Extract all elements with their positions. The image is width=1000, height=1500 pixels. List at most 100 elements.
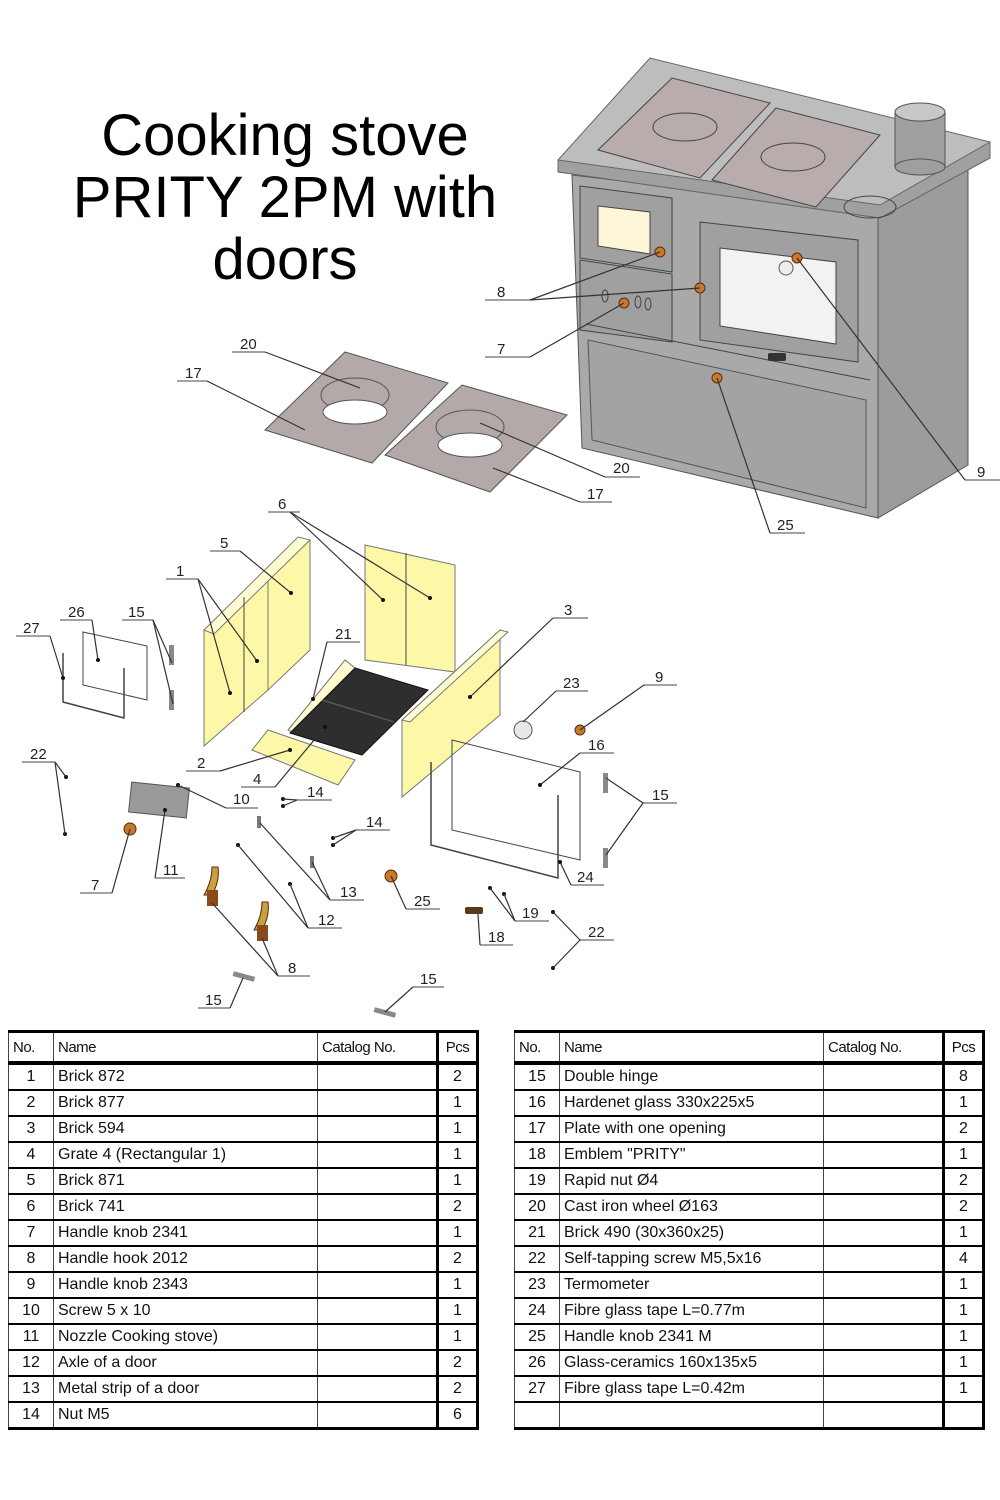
double-hinge-4 bbox=[603, 848, 608, 868]
part-number: 20 bbox=[514, 1193, 560, 1220]
piece-count: 4 bbox=[942, 1245, 984, 1272]
piece-count: 1 bbox=[942, 1323, 984, 1350]
table-header-row: No. Name Catalog No. Pcs bbox=[514, 1030, 984, 1065]
part-name: Glass-ceramics 160x135x5 bbox=[559, 1349, 824, 1376]
callouts: 8 7 20 17 20 17 9 25 6 bbox=[16, 251, 1000, 1013]
piece-count: 2 bbox=[436, 1349, 478, 1376]
part-number: 15 bbox=[514, 1062, 560, 1090]
hob-plate-right bbox=[711, 107, 881, 208]
part-number: 7 bbox=[8, 1219, 54, 1246]
piece-count: 1 bbox=[436, 1089, 478, 1116]
exploded-diagram: 8 7 20 17 20 17 9 25 6 bbox=[16, 57, 1000, 1018]
piece-count: 2 bbox=[436, 1062, 478, 1090]
fibre-tape-long bbox=[430, 762, 559, 879]
hob-ring-small bbox=[843, 195, 897, 219]
opening-right bbox=[437, 432, 503, 458]
piece-count: 1 bbox=[436, 1141, 478, 1168]
part-name: Screw 5 x 10 bbox=[53, 1297, 318, 1324]
header-no: No. bbox=[8, 1030, 54, 1065]
chimney-bottom bbox=[894, 158, 946, 176]
callout-8-stove: 8 bbox=[497, 284, 505, 301]
piece-count: 2 bbox=[942, 1115, 984, 1142]
stove-top-edge bbox=[557, 141, 991, 219]
callout-19: 19 bbox=[522, 905, 539, 922]
callout-5: 5 bbox=[220, 535, 228, 552]
hardware bbox=[63, 645, 608, 1018]
catalog-number bbox=[317, 1349, 438, 1376]
piece-count: 1 bbox=[942, 1349, 984, 1376]
callout-11: 11 bbox=[163, 862, 179, 879]
part-number: 13 bbox=[8, 1375, 54, 1402]
part-number: 25 bbox=[514, 1323, 560, 1350]
drawer-top-edge bbox=[585, 323, 871, 381]
piece-count: 1 bbox=[942, 1271, 984, 1298]
catalog-number bbox=[823, 1323, 944, 1350]
part-number: 4 bbox=[8, 1141, 54, 1168]
callout-25-exploded: 25 bbox=[414, 893, 431, 910]
callout-24: 24 bbox=[577, 869, 594, 886]
part-name: Emblem "PRITY" bbox=[559, 1141, 824, 1168]
grate-divider bbox=[321, 699, 395, 723]
callout-20-left: 20 bbox=[240, 336, 257, 353]
callout-3: 3 bbox=[564, 602, 572, 619]
part-number: 14 bbox=[8, 1401, 54, 1429]
part-number bbox=[514, 1401, 560, 1429]
catalog-number bbox=[317, 1271, 438, 1298]
part-name: Handle hook 2012 bbox=[53, 1245, 318, 1272]
piece-count: 2 bbox=[436, 1375, 478, 1402]
part-name: Handle knob 2343 bbox=[53, 1271, 318, 1298]
part-number: 16 bbox=[514, 1089, 560, 1116]
brick-top-edge-1 bbox=[203, 536, 311, 635]
fibre-tape-short bbox=[62, 653, 125, 719]
part-name: Nozzle Cooking stove) bbox=[53, 1323, 318, 1350]
catalog-number bbox=[823, 1349, 944, 1376]
catalog-number bbox=[823, 1193, 944, 1220]
part-name: Brick 877 bbox=[53, 1089, 318, 1116]
header-no: No. bbox=[514, 1030, 560, 1065]
part-name: Brick 490 (30x360x25) bbox=[559, 1219, 824, 1246]
piece-count: 8 bbox=[942, 1062, 984, 1090]
part-number: 24 bbox=[514, 1297, 560, 1324]
title-line-1: Cooking stove bbox=[101, 103, 469, 168]
piece-count: 1 bbox=[436, 1167, 478, 1194]
part-name: Rapid nut Ø4 bbox=[559, 1167, 824, 1194]
double-hinge-6 bbox=[373, 1007, 397, 1018]
brick-594-edge bbox=[400, 629, 510, 723]
callout-18: 18 bbox=[488, 929, 505, 946]
header-pcs: Pcs bbox=[436, 1030, 478, 1065]
part-number: 17 bbox=[514, 1115, 560, 1142]
piece-count: 2 bbox=[436, 1193, 478, 1220]
part-name: Hardenet glass 330x225x5 bbox=[559, 1089, 824, 1116]
catalog-number bbox=[317, 1401, 438, 1429]
diagram-title: Cooking stove PRITY 2PM with doors bbox=[40, 105, 530, 291]
part-name: Metal strip of a door bbox=[53, 1375, 318, 1402]
callout-9-stove: 9 bbox=[977, 464, 985, 481]
emblem bbox=[768, 353, 786, 361]
header-name: Name bbox=[559, 1030, 824, 1065]
piece-count: 1 bbox=[436, 1219, 478, 1246]
catalog-number bbox=[823, 1089, 944, 1116]
metal-strip-1 bbox=[257, 816, 261, 828]
piece-count: 1 bbox=[942, 1375, 984, 1402]
callout-15-lower-left: 15 bbox=[205, 992, 222, 1009]
part-number: 23 bbox=[514, 1271, 560, 1298]
catalog-number bbox=[823, 1245, 944, 1272]
opening-left bbox=[322, 399, 388, 425]
catalog-number bbox=[823, 1062, 944, 1090]
part-name: Brick 872 bbox=[53, 1062, 318, 1090]
catalog-number bbox=[317, 1193, 438, 1220]
hob-plate-left bbox=[597, 77, 771, 179]
